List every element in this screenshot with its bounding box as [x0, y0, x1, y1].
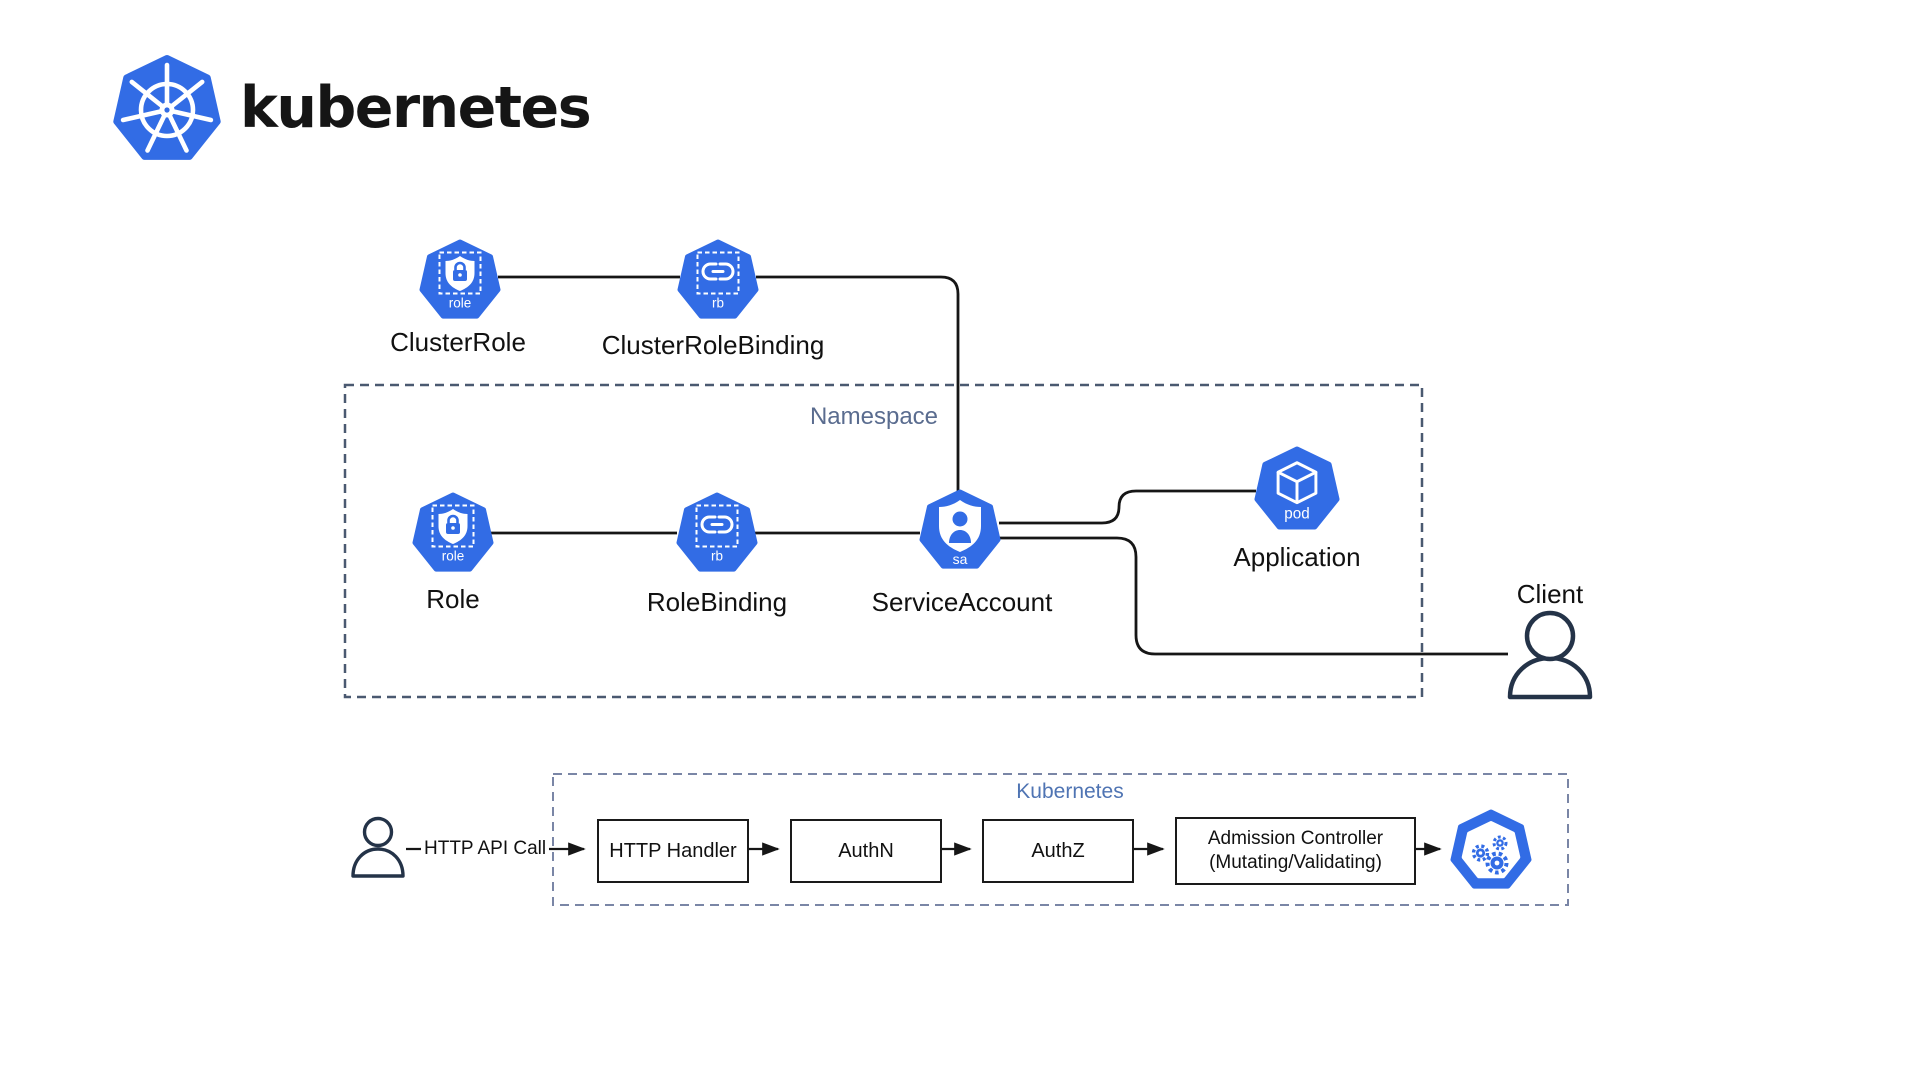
helm-wheel-icon [120, 62, 214, 153]
http-handler-label: HTTP Handler [609, 839, 737, 862]
rolebinding-badge: rb [711, 549, 723, 564]
authn-label: AuthN [838, 839, 894, 862]
clusterrolebinding-label: ClusterRoleBinding [601, 330, 825, 360]
edge-serviceaccount-application [999, 489, 1256, 525]
serviceaccount-badge: sa [953, 551, 968, 567]
clusterrolebinding-badge: rb [712, 296, 724, 311]
role-icon: role [412, 492, 494, 572]
lock-icon [454, 261, 466, 270]
flow-kubernetes-label: Kubernetes [1016, 780, 1124, 803]
application-label: Application [1233, 542, 1361, 572]
application-badge: pod [1284, 505, 1309, 522]
flow-box-authz: AuthZ [982, 819, 1134, 883]
client-label: Client [1516, 579, 1584, 609]
flow-box-admission-controller: Admission Controller (Mutating/Validatin… [1175, 817, 1416, 885]
serviceaccount-icon: sa [919, 489, 1001, 569]
api-caller-person-icon [351, 816, 405, 878]
application-pod-icon: pod [1254, 446, 1340, 530]
rolebinding-label: RoleBinding [646, 587, 788, 617]
kubernetes-wordmark: kubernetes [240, 75, 592, 141]
clusterrole-label: ClusterRole [390, 327, 526, 357]
serviceaccount-label: ServiceAccount [871, 587, 1053, 617]
rolebinding-icon: rb [676, 492, 758, 572]
flow-box-authn: AuthN [790, 819, 942, 883]
edge-clusterrolebinding-serviceaccount [756, 275, 960, 491]
admission-controller-label-line1: Admission Controller [1207, 828, 1384, 850]
kubernetes-apiserver-gears-icon [1450, 809, 1532, 889]
link-icon [701, 262, 735, 281]
clusterrole-badge: role [449, 296, 472, 311]
clusterrole-icon: role [419, 239, 501, 319]
http-api-call-label: HTTP API Call [421, 838, 550, 860]
role-label: Role [426, 584, 480, 614]
namespace-dashed-box [343, 383, 1424, 699]
admission-controller-label-line2: (Mutating/Validating) [1209, 852, 1382, 873]
flow-box-http-handler: HTTP Handler [597, 819, 749, 883]
namespace-label: Namespace [809, 403, 939, 430]
clusterrolebinding-icon: rb [677, 239, 759, 319]
kubernetes-logo-icon [113, 55, 221, 160]
kubernetes-logo: kubernetes [112, 55, 632, 160]
authz-label: AuthZ [1031, 839, 1085, 862]
role-badge: role [442, 549, 465, 564]
client-person-icon [1507, 610, 1593, 700]
